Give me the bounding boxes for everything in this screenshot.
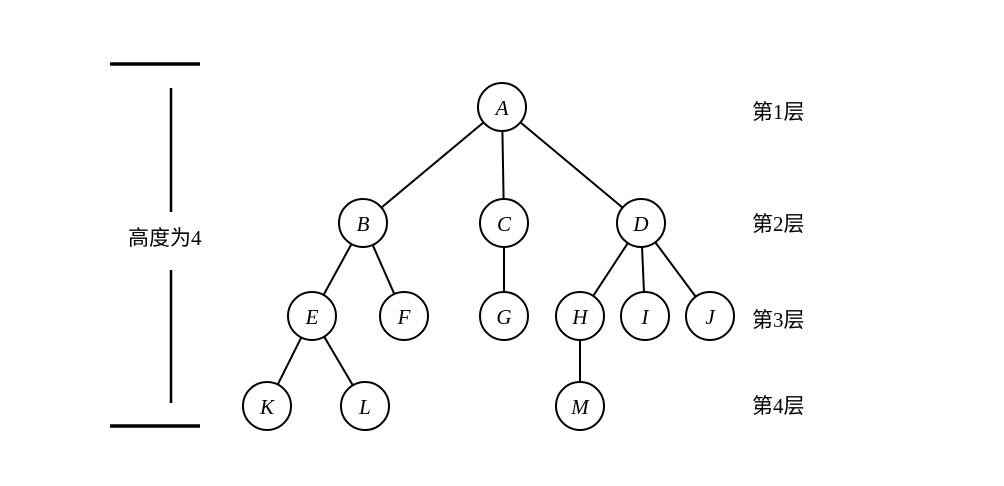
height-bracket-label: 高度为4 [128,226,202,250]
tree-node-e[interactable]: E [287,291,337,341]
node-label-k: K [259,395,275,419]
tree-node-m[interactable]: M [555,381,605,431]
node-circle-j [685,291,735,341]
node-circle-d [616,198,666,248]
tree-nodes: A B C D E F G H I J K L M [242,82,735,431]
level-label-3: 第3层 [752,308,805,332]
node-circle-b [338,198,388,248]
node-label-j: J [705,305,716,329]
tree-node-k[interactable]: K [242,381,292,431]
node-circle-a [477,82,527,132]
node-label-i: I [641,305,650,329]
node-label-e: E [305,305,319,329]
tree-edge-b-e [322,242,353,297]
node-label-a: A [494,96,509,120]
tree-node-c[interactable]: C [479,198,529,248]
tree-edges [276,120,698,387]
tree-node-a[interactable]: A [477,82,527,132]
node-circle-h [555,291,605,341]
node-circle-m [555,381,605,431]
node-label-f: F [397,305,411,329]
node-label-m: M [570,395,590,419]
level-label-4: 第4层 [752,394,805,418]
tree-edge-d-h [591,241,630,298]
tree-node-l[interactable]: L [340,381,390,431]
node-label-d: D [632,212,648,236]
height-bracket [110,62,200,428]
tree-edge-e-l [322,335,355,387]
tree-edge-a-b [380,120,485,210]
tree-edge-a-c [501,129,505,201]
node-circle-i [620,291,670,341]
node-label-b: B [357,212,370,236]
tree-edge-d-i [640,245,646,294]
tree-node-b[interactable]: B [338,198,388,248]
node-circle-e [287,291,337,341]
tree-edge-d-j [653,240,698,299]
node-circle-l [340,381,390,431]
tree-node-i[interactable]: I [620,291,670,341]
tree-node-h[interactable]: H [555,291,605,341]
node-label-l: L [358,395,371,419]
tree-edge-a-d [519,120,624,210]
tree-edge-e-k [276,336,303,386]
node-circle-c [479,198,529,248]
tree-edge-b-f [371,243,396,296]
node-label-h: H [571,305,589,329]
level-label-2: 第2层 [752,212,805,236]
tree-node-f[interactable]: F [379,291,429,341]
tree-node-d[interactable]: D [616,198,666,248]
level-label-1: 第1层 [752,100,805,124]
node-label-c: C [497,212,512,236]
tree-node-g[interactable]: G [479,291,529,341]
node-label-g: G [496,305,511,329]
tree-node-j[interactable]: J [685,291,735,341]
node-circle-g [479,291,529,341]
node-circle-k [242,381,292,431]
node-circle-f [379,291,429,341]
